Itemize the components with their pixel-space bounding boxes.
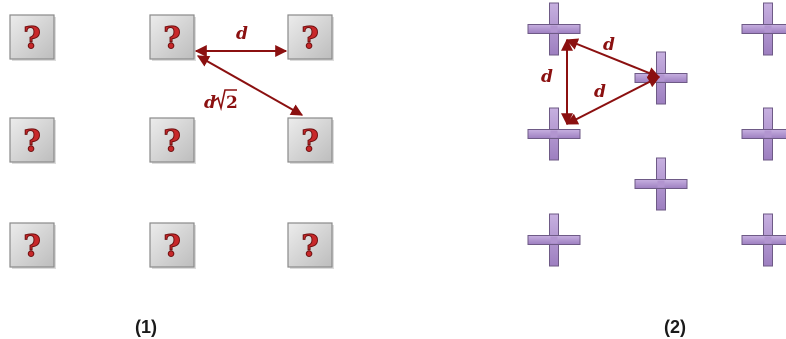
question-mark-tile-icon: ? — [149, 117, 196, 164]
purple-cross-icon — [527, 213, 581, 267]
label-horizontal-distance: d — [236, 24, 248, 44]
question-mark-tile-icon: ? — [149, 222, 196, 269]
distance-arrow-bottom — [565, 76, 661, 125]
label-diagonal-prefix: d — [204, 93, 216, 113]
question-mark: ? — [301, 124, 319, 159]
label-top-distance: d — [603, 35, 615, 55]
distance-arrow-top — [565, 38, 661, 79]
question-mark: ? — [301, 229, 319, 264]
panel-triangular-lattice — [527, 2, 786, 267]
sqrt-symbol — [213, 89, 237, 112]
panel-square-lattice: ????????? — [9, 14, 334, 269]
label-diagonal-distance: d 2 — [204, 89, 238, 113]
purple-cross-icon — [741, 107, 786, 161]
question-mark-tile-icon: ? — [149, 14, 196, 61]
question-mark: ? — [163, 124, 181, 159]
purple-cross-icon — [634, 51, 688, 105]
question-mark: ? — [23, 229, 41, 264]
question-mark-tile-icon: ? — [287, 117, 334, 164]
purple-cross-icon — [634, 157, 688, 211]
purple-cross-icon — [527, 107, 581, 161]
panel1-caption: (1) — [135, 317, 157, 337]
question-mark-tile-icon: ? — [9, 14, 56, 61]
question-mark-tile-icon: ? — [9, 117, 56, 164]
question-mark-tile-icon: ? — [9, 222, 56, 269]
question-mark-tile-icon: ? — [287, 14, 334, 61]
question-mark: ? — [23, 21, 41, 56]
question-mark: ? — [163, 21, 181, 56]
label-diagonal-radicand: 2 — [226, 93, 238, 113]
question-mark: ? — [23, 124, 41, 159]
question-mark: ? — [163, 229, 181, 264]
purple-cross-icon — [527, 2, 581, 56]
panel2-caption: (2) — [664, 317, 686, 337]
purple-cross-icon — [741, 213, 786, 267]
purple-cross-icon — [741, 2, 786, 56]
label-bottom-distance: d — [594, 82, 606, 102]
question-mark: ? — [301, 21, 319, 56]
distance-arrow-diagonal — [196, 55, 304, 116]
label-left-distance: d — [541, 67, 553, 87]
question-mark-tile-icon: ? — [287, 222, 334, 269]
